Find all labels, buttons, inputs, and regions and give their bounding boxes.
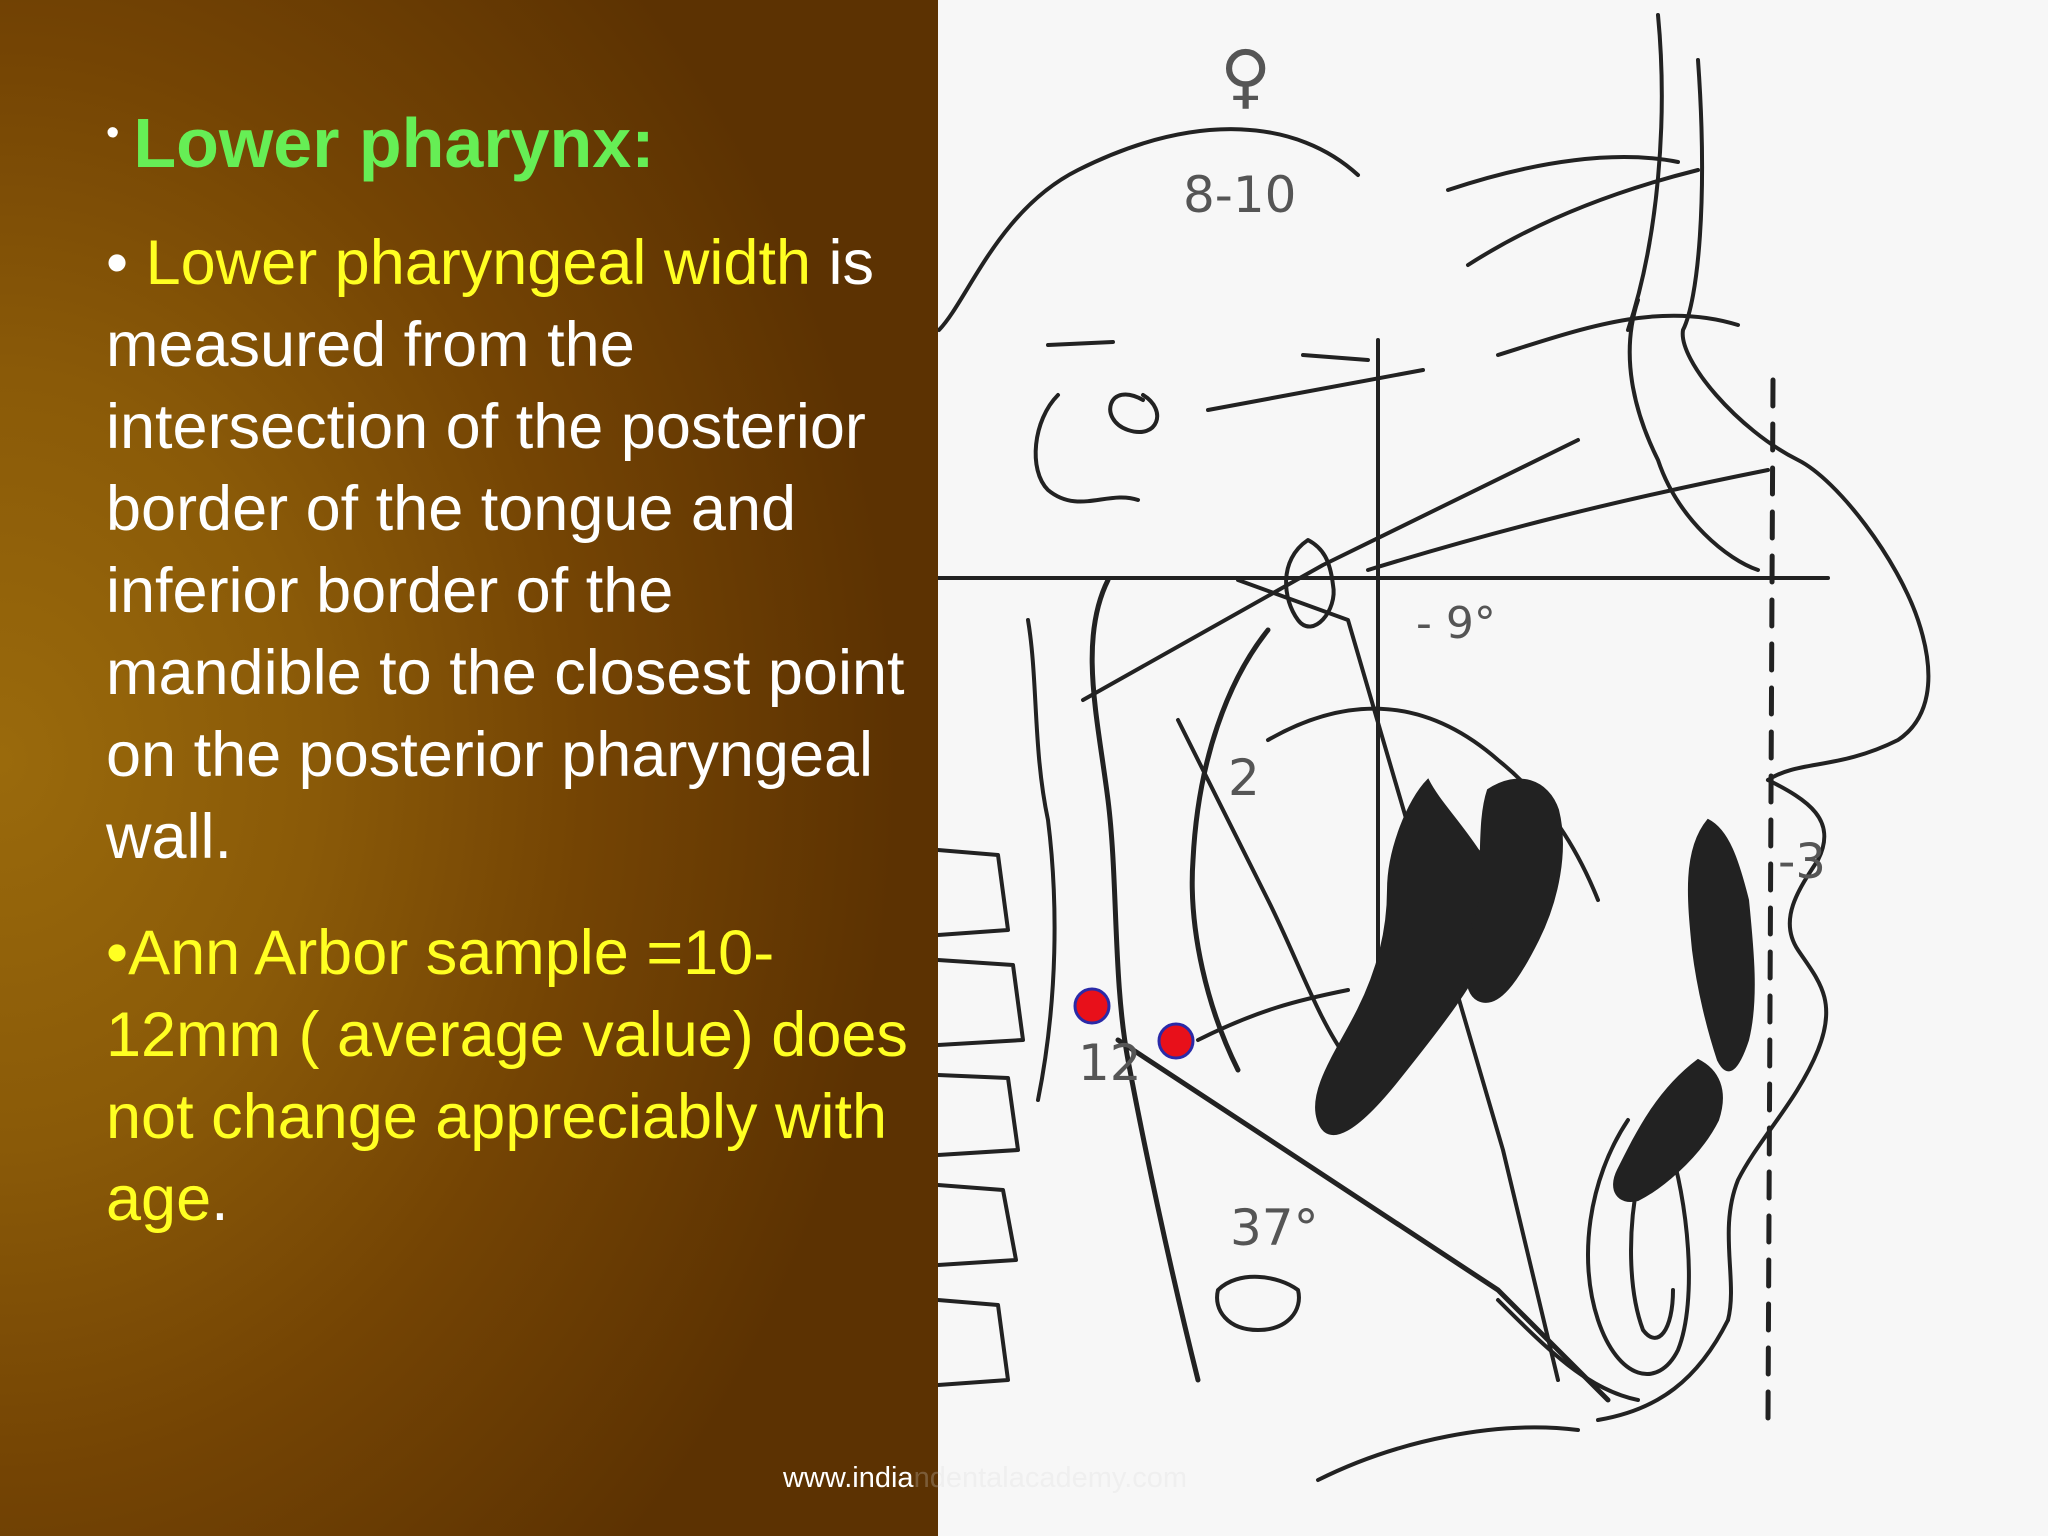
tongue-mandible-point	[1157, 1022, 1195, 1060]
slide-heading: • Lower pharynx:	[106, 88, 936, 188]
paragraph-sample-text: Ann Arbor sample =10-12mm ( average valu…	[106, 918, 908, 1234]
brow-curve	[1466, 168, 1700, 267]
slide-background	[0, 0, 940, 1536]
footer-url-visible: www.india	[783, 1462, 914, 1494]
dashed-vertical-line	[1765, 377, 1776, 1423]
orbit-line	[1046, 340, 1115, 347]
age-range-label: 8-10	[1183, 166, 1296, 224]
sella-line	[1206, 368, 1425, 412]
orbit-curve	[1496, 313, 1740, 357]
vertebra-1	[936, 848, 1010, 937]
palatal-line	[1081, 438, 1580, 702]
symphysis-inner	[1629, 1178, 1675, 1340]
mandibular-angle-label: 37°	[1230, 1199, 1319, 1257]
lower-incisor-icon	[1613, 1058, 1723, 1202]
bullet-icon: •	[106, 918, 129, 988]
incisor-angle-label: -3	[1778, 834, 1826, 890]
pharyngeal-wall-point	[1073, 987, 1111, 1025]
cephalometric-tracing: ♀ 8-10 - 9° 2 -3 12 37°	[936, 13, 1931, 1482]
paragraph-sample-end: .	[211, 1164, 229, 1234]
clivus-curve	[1033, 393, 1140, 504]
soft-tissue-chin	[1596, 1318, 1730, 1422]
symphysis-outer	[1586, 1118, 1691, 1376]
tongue-base	[1196, 988, 1350, 1042]
premolar-tooth-icon	[1465, 778, 1563, 1003]
soft-tissue-nose	[1680, 58, 1931, 782]
paragraph-measurement: • Lower pharyngeal width is measured fro…	[106, 222, 936, 878]
anterior-pharyngeal-wall	[1189, 627, 1271, 1073]
cephalometric-diagram: ♀ 8-10 - 9° 2 -3 12 37°	[936, 0, 2048, 1536]
lower-width-label: 12	[1078, 1034, 1142, 1092]
posterior-pharyngeal-wall	[1089, 577, 1201, 1383]
ramus-line	[1176, 718, 1350, 1062]
footer-url: www.indiandentalacademy.com	[783, 1462, 1187, 1495]
mandible-lower-border	[1496, 1298, 1640, 1402]
nasal-bone	[1627, 298, 1760, 572]
neck-line	[1316, 1425, 1580, 1482]
maxilla-top	[1366, 468, 1770, 572]
paragraph-lead: Lower pharyngeal width	[145, 228, 811, 298]
vertebra-3	[936, 1073, 1020, 1157]
upper-width-label: 2	[1228, 749, 1260, 807]
footer-url-faded: ndentalacademy.com	[913, 1462, 1188, 1494]
mandibular-plane-line	[1115, 1037, 1611, 1403]
pterygoid-fissure	[1284, 538, 1336, 629]
soft-tissue-lips	[1726, 778, 1829, 1322]
tongue-dorsum	[1266, 706, 1600, 902]
paragraph-body: is measured from the intersection of the…	[106, 228, 905, 872]
vertebra-5	[936, 1298, 1010, 1387]
female-symbol-label: ♀	[1220, 35, 1271, 117]
heading-text: Lower pharynx:	[133, 104, 655, 182]
forehead-profile	[1626, 13, 1664, 332]
sella-turcica	[1108, 392, 1160, 434]
cross-mark-h	[1301, 353, 1370, 362]
cranium-outline	[937, 127, 1360, 332]
vertebra-2	[936, 958, 1025, 1047]
forehead-curve	[1446, 155, 1680, 192]
hyoid-bone	[1215, 1274, 1301, 1332]
vertebra-4	[936, 1183, 1018, 1267]
upper-incisor-icon	[1687, 818, 1755, 1072]
bullet-icon: •	[106, 112, 120, 154]
paragraph-sample: •Ann Arbor sample =10-12mm ( average val…	[106, 912, 936, 1240]
cervical-column-front	[1026, 618, 1057, 1102]
text-panel: •Lower pharynx: • Lower pharyngeal width…	[106, 88, 936, 1240]
bullet-icon: •	[106, 228, 129, 298]
palatal-angle-label: - 9°	[1416, 598, 1496, 649]
